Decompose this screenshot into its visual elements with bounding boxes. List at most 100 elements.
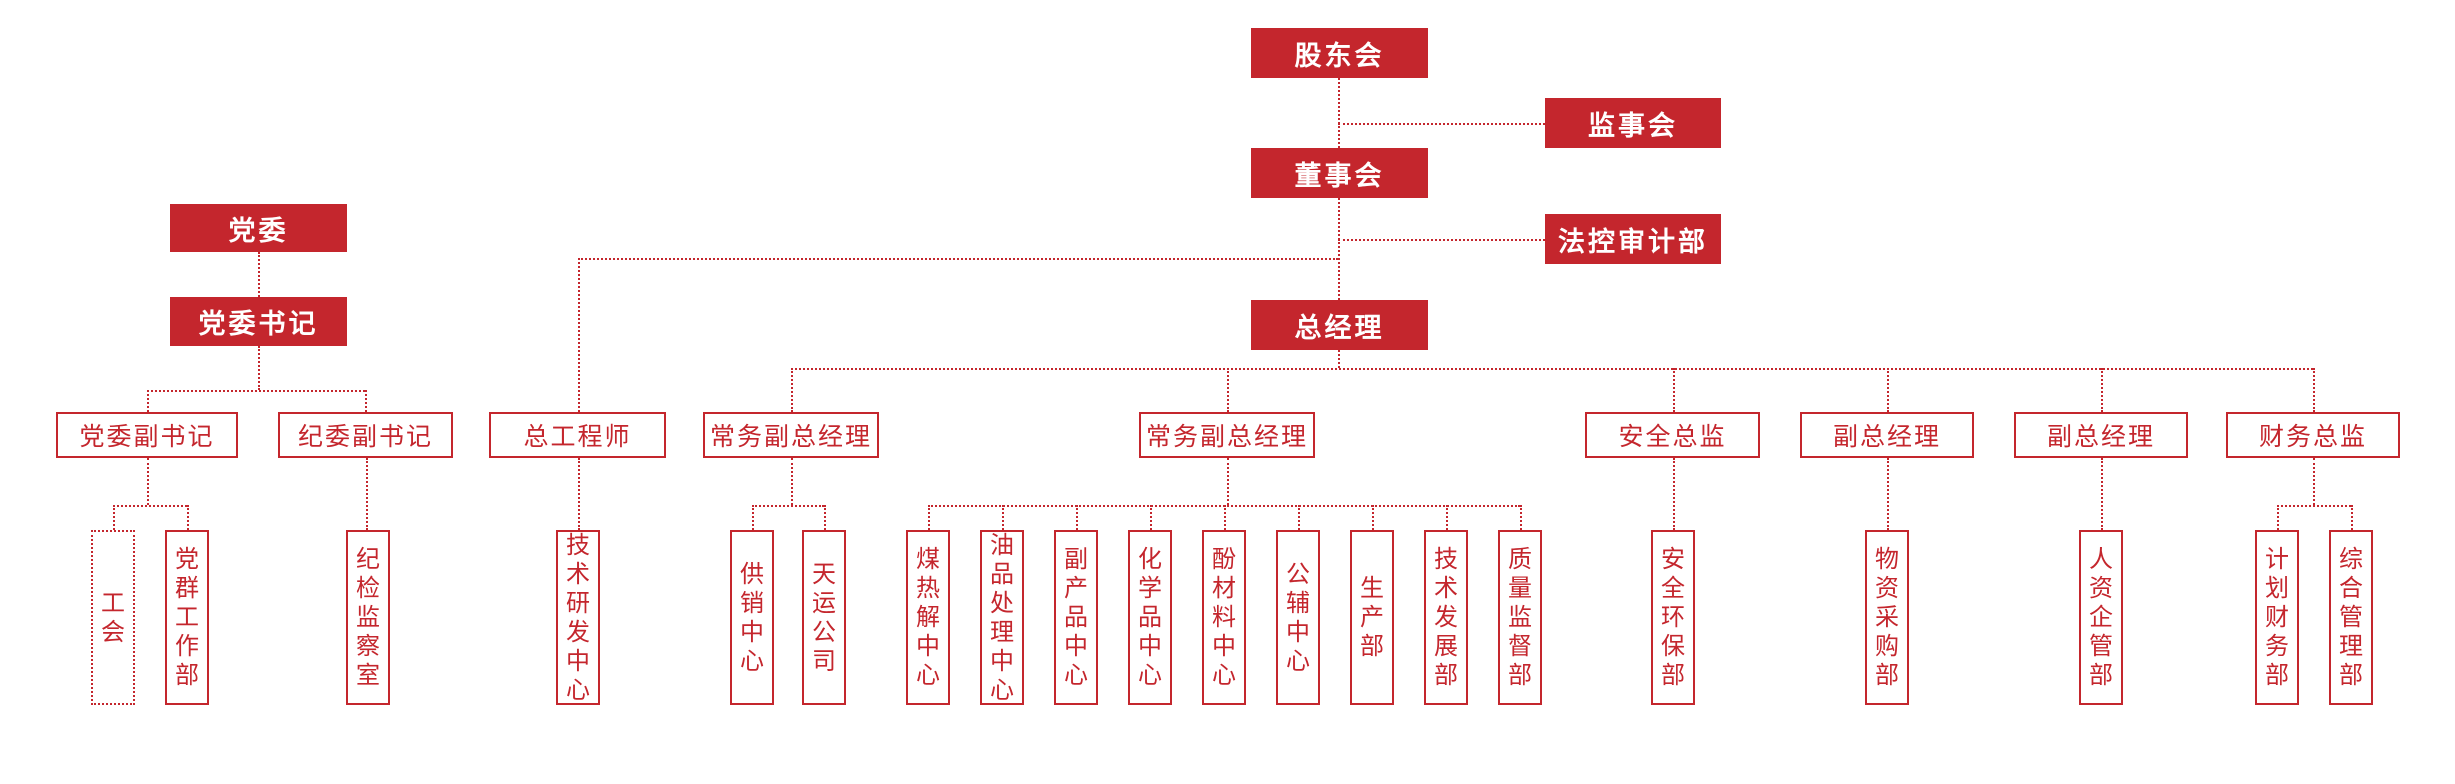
node-supervisory-board: 监事会 [1545,98,1721,148]
connector-line [791,368,793,412]
node-label: 公辅中心 [1286,560,1310,675]
node-labor-union: 工会 [91,530,135,705]
connector-line [1338,123,1545,125]
connector-line [2351,505,2353,530]
node-material-procurement-dept: 物资采购部 [1865,530,1909,705]
node-safety-director: 安全总监 [1585,412,1760,458]
connector-line [2313,368,2315,412]
connector-line [2277,505,2279,530]
node-discipline-inspection-office: 纪检监察室 [346,530,390,705]
node-production-dept: 生产部 [1350,530,1394,705]
node-label: 供销中心 [740,560,764,675]
connector-line [578,258,580,412]
node-label: 煤热解中心 [916,546,940,689]
node-label: 总工程师 [523,423,632,451]
node-label: 人资企管部 [2089,546,2113,689]
node-deputy-gm-2: 副总经理 [2014,412,2188,458]
connector-line [147,458,149,505]
connector-line [113,505,115,530]
connector-line [1520,505,1522,530]
connector-line [1338,78,1340,148]
node-party-committee: 党委 [170,204,347,252]
connector-line [147,390,149,412]
node-label: 技术研发中心 [566,531,590,704]
node-label: 综合管理部 [2339,546,2363,689]
node-label: 党委 [228,215,289,246]
node-label: 股东会 [1294,40,1385,71]
node-general-mgmt-dept: 综合管理部 [2329,530,2373,705]
connector-line [187,505,189,530]
node-quality-supervision-dept: 质量监督部 [1498,530,1542,705]
connector-line [1673,368,1675,412]
node-safety-env-dept: 安全环保部 [1651,530,1695,705]
node-tech-rd-center: 技术研发中心 [556,530,600,705]
node-label: 物资采购部 [1875,546,1899,689]
node-utilities-center: 公辅中心 [1276,530,1320,705]
connector-line [791,368,2313,370]
node-label: 党群工作部 [175,546,199,689]
connector-line [1338,239,1545,241]
node-label: 计划财务部 [2265,546,2289,689]
connector-line [1150,505,1152,530]
node-tech-development-dept: 技术发展部 [1424,530,1468,705]
connector-line [791,458,793,505]
connector-line [752,505,754,530]
node-exec-deputy-gm-1: 常务副总经理 [703,412,879,458]
node-party-mass-work-dept: 党群工作部 [165,530,209,705]
node-label: 党委书记 [198,309,319,339]
connector-line [2101,458,2103,530]
node-coal-pyrolysis-center: 煤热解中心 [906,530,950,705]
node-phenol-materials-center: 酚材料中心 [1202,530,1246,705]
node-label: 副产品中心 [1064,546,1088,689]
connector-line [1002,505,1004,530]
node-label: 董事会 [1294,160,1385,191]
node-party-secretary: 党委书记 [170,297,347,346]
connector-line [113,505,187,507]
connector-line [2313,458,2315,505]
node-label: 油品处理中心 [990,531,1014,704]
node-byproduct-center: 副产品中心 [1054,530,1098,705]
node-shareholders-meeting: 股东会 [1251,28,1428,78]
node-planning-finance-dept: 计划财务部 [2255,530,2299,705]
connector-line [578,458,580,530]
connector-line [258,346,260,390]
node-legal-audit-dept: 法控审计部 [1545,214,1721,264]
node-label: 安全总监 [1618,423,1727,451]
node-oil-processing-center: 油品处理中心 [980,530,1024,705]
node-finance-director: 财务总监 [2226,412,2400,458]
node-label: 纪委副书记 [297,423,433,451]
node-label: 酚材料中心 [1212,546,1236,689]
connector-line [1673,458,1675,530]
connector-line [1338,350,1340,368]
node-label: 天运公司 [812,560,836,675]
connector-line [1227,368,1229,412]
connector-line [1887,458,1889,530]
node-label: 法控审计部 [1558,226,1708,257]
connector-line [1372,505,1374,530]
connector-line [1887,368,1889,412]
node-supply-marketing-center: 供销中心 [730,530,774,705]
node-label: 监事会 [1588,110,1678,141]
node-chemicals-center: 化学品中心 [1128,530,1172,705]
node-label: 常务副总经理 [1145,423,1308,451]
connector-line [578,258,1338,260]
connector-line [752,505,824,507]
connector-line [2277,505,2351,507]
connector-line [365,390,367,412]
connector-line [258,252,260,297]
connector-line [1446,505,1448,530]
node-deputy-party-secretary: 党委副书记 [56,412,238,458]
node-label: 质量监督部 [1508,546,1532,689]
connector-line [928,505,930,530]
node-label: 技术发展部 [1434,546,1458,689]
node-discipline-deputy-secretary: 纪委副书记 [278,412,453,458]
connector-line [1227,458,1229,505]
node-label: 党委副书记 [79,423,215,451]
node-label: 安全环保部 [1661,546,1685,689]
node-label: 化学品中心 [1138,546,1162,689]
connector-line [1298,505,1300,530]
node-exec-deputy-gm-2: 常务副总经理 [1139,412,1315,458]
node-label: 纪检监察室 [356,546,380,689]
node-general-manager: 总经理 [1251,300,1428,350]
